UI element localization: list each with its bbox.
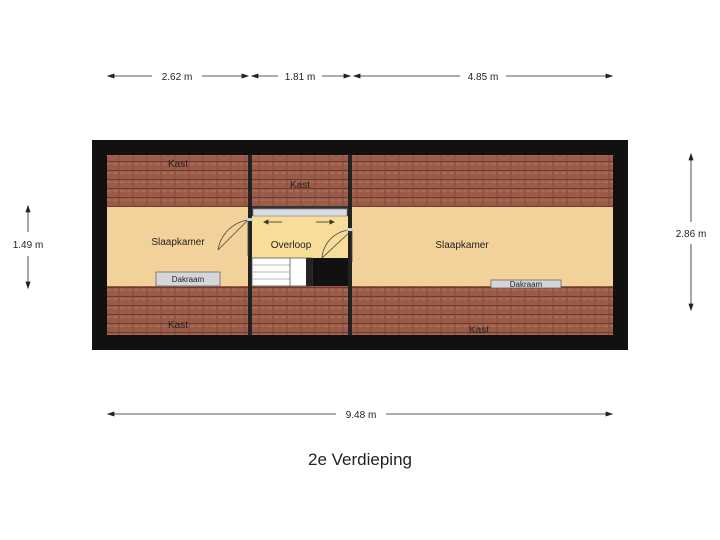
wall-right-partition xyxy=(348,155,352,335)
label-skylight-right: Dakraam xyxy=(510,280,543,289)
landing-top-wall xyxy=(252,206,348,210)
roof-tiles-bottom xyxy=(107,286,613,335)
door-frame-right xyxy=(347,228,353,231)
stairwell xyxy=(251,257,313,287)
dim-left-height: 1.49 m xyxy=(13,240,44,251)
label-kast-top-mid: Kast xyxy=(290,180,310,191)
dim-bottom-total: 9.48 m xyxy=(346,410,377,421)
skylight-right xyxy=(490,279,562,289)
dim-top-mid: 1.81 m xyxy=(285,72,316,83)
skylight-left xyxy=(155,271,221,287)
bedroom-right-floor xyxy=(352,207,613,286)
label-kast-top-left: Kast xyxy=(168,159,188,170)
dimension-lines xyxy=(25,73,694,417)
landing-arrows xyxy=(263,219,335,225)
label-kast-bottom-right: Kast xyxy=(469,325,489,336)
label-skylight-left: Dakraam xyxy=(172,275,205,284)
dim-top-right: 4.85 m xyxy=(468,72,499,83)
landing-window xyxy=(252,208,348,217)
label-landing: Overloop xyxy=(271,240,312,251)
door-frame-left xyxy=(247,218,253,221)
floor-title: 2e Verdieping xyxy=(308,450,412,469)
label-bedroom-left: Slaapkamer xyxy=(151,237,205,248)
wall-left-partition xyxy=(248,155,252,335)
door-left-bedroom xyxy=(217,219,249,256)
dim-right-height: 2.86 m xyxy=(676,229,707,240)
label-kast-bottom-left: Kast xyxy=(168,320,188,331)
roof-tiles-top xyxy=(107,155,613,207)
dim-top-left: 2.62 m xyxy=(162,72,193,83)
label-bedroom-right: Slaapkamer xyxy=(435,240,489,251)
